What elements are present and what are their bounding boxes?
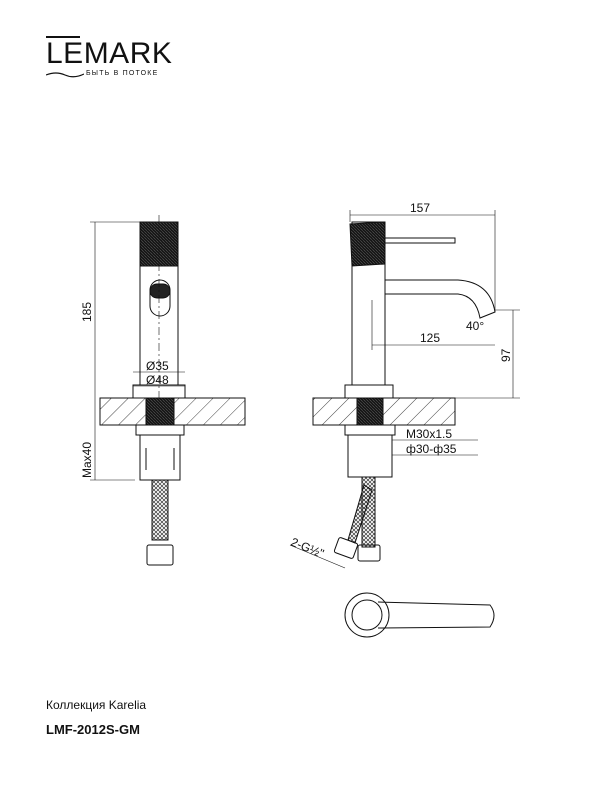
model-number: LMF-2012S-GM bbox=[46, 722, 140, 737]
logo-bar bbox=[46, 36, 80, 38]
dim-thread: M30x1.5 bbox=[406, 427, 452, 441]
dim-hole: ф30-ф35 bbox=[406, 442, 457, 456]
dim-reach: 125 bbox=[420, 331, 440, 345]
front-spout-outlet bbox=[149, 279, 171, 317]
logo-wave-icon bbox=[46, 72, 84, 78]
dim-d48: Ø48 bbox=[146, 373, 169, 387]
side-handle bbox=[349, 221, 386, 267]
dim-max-thickness: Max40 bbox=[80, 442, 94, 478]
side-lever bbox=[384, 237, 456, 244]
front-view: 185 Max40 Ø35 Ø48 bbox=[80, 215, 246, 566]
dim-hose: 2-G½" bbox=[289, 535, 326, 561]
collection-label: Коллекция Karelia bbox=[46, 698, 147, 712]
side-nut bbox=[347, 434, 393, 478]
dim-height: 185 bbox=[80, 302, 94, 322]
dim-d35: Ø35 bbox=[146, 359, 169, 373]
dim-spout-height: 97 bbox=[499, 348, 513, 362]
side-countertop bbox=[312, 397, 456, 426]
front-hose bbox=[151, 479, 169, 541]
front-hose-nut bbox=[146, 544, 174, 566]
side-view: 157 40° 125 97 M30x1.5 ф30-ф35 2-G½" bbox=[289, 201, 520, 569]
dim-length: 157 bbox=[410, 201, 430, 215]
side-spout bbox=[385, 279, 496, 319]
dim-angle: 40° bbox=[466, 319, 484, 333]
logo-text: LEMARK bbox=[46, 37, 173, 70]
logo-tagline: БЫТЬ В ПОТОКЕ bbox=[86, 70, 159, 77]
top-view bbox=[344, 592, 495, 638]
